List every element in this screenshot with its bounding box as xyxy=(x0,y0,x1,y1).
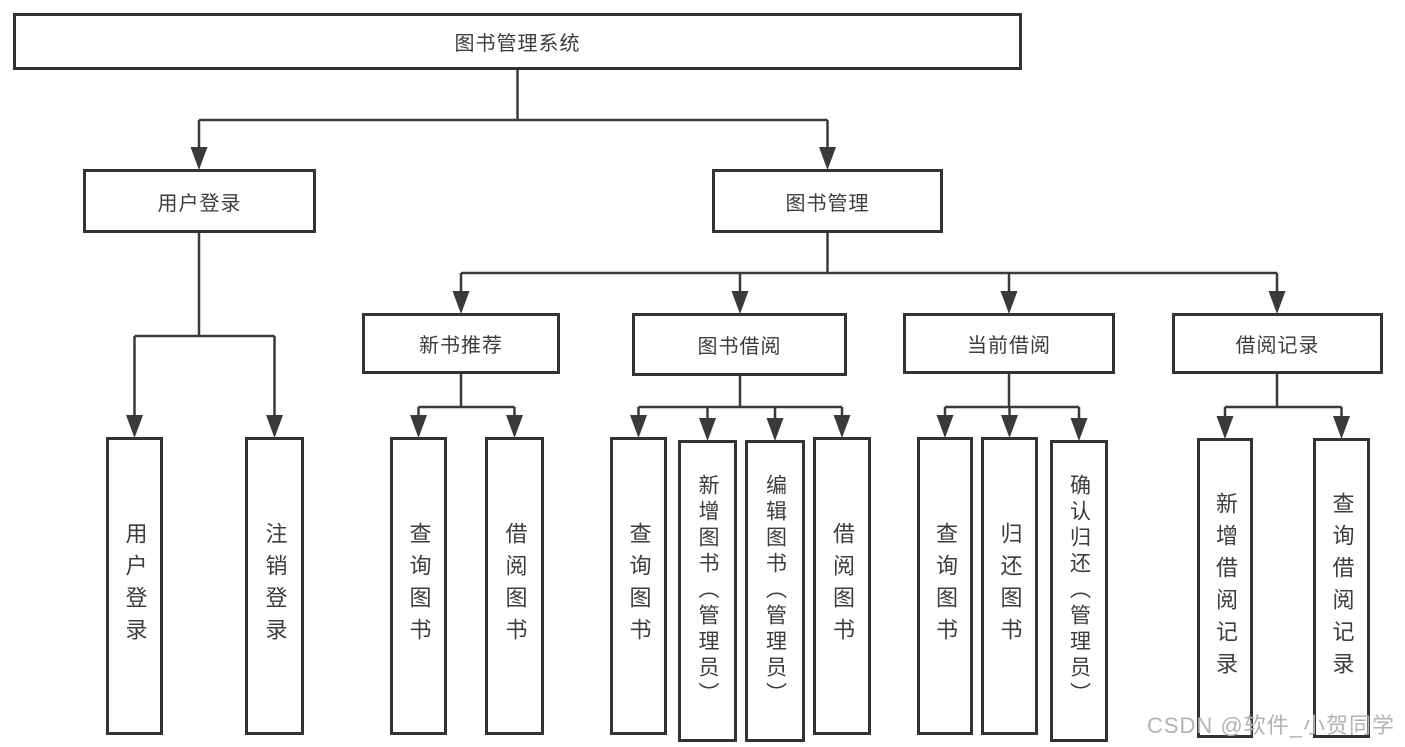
arrowhead-icon xyxy=(833,415,851,438)
node-label: 编辑图书（管理员） xyxy=(763,474,787,708)
arrowhead-icon xyxy=(410,415,427,438)
node-label: 当前借阅 xyxy=(967,335,1051,357)
node-borrow-edit: 编辑图书（管理员） xyxy=(745,440,805,742)
node-label: 查询图书 xyxy=(933,522,958,650)
node-label: 查询借阅记录 xyxy=(1329,492,1355,684)
arrowhead-icon xyxy=(1070,418,1088,441)
node-records: 借阅记录 xyxy=(1172,313,1383,374)
node-rec-query: 查询图书 xyxy=(390,437,447,735)
node-label: 借阅记录 xyxy=(1235,335,1320,357)
node-rec-borrow: 借阅图书 xyxy=(485,437,544,735)
node-mgmt: 图书管理 xyxy=(712,169,943,233)
arrowhead-icon xyxy=(452,291,470,314)
arrowhead-icon xyxy=(1000,291,1018,314)
arrowhead-icon xyxy=(1216,416,1234,439)
node-label: 归还图书 xyxy=(997,522,1023,650)
node-label: 图书借阅 xyxy=(697,336,782,358)
node-login: 用户登录 xyxy=(83,169,316,233)
node-label: 借阅图书 xyxy=(502,522,528,650)
arrowhead-icon xyxy=(126,415,143,438)
node-borrow-borrow: 借阅图书 xyxy=(813,437,871,735)
arrowhead-icon xyxy=(1268,291,1286,314)
arrowhead-icon xyxy=(731,291,749,314)
arrowhead-icon xyxy=(1333,416,1350,439)
node-label: 查询图书 xyxy=(406,522,432,650)
node-label: 图书管理系统 xyxy=(454,33,581,55)
node-label: 用户登录 xyxy=(122,522,148,650)
node-borrow-query: 查询图书 xyxy=(610,437,667,735)
node-current-query: 查询图书 xyxy=(917,437,973,735)
node-label: 新增图书（管理员） xyxy=(696,474,719,708)
arrowhead-icon xyxy=(190,147,208,170)
node-root: 图书管理系统 xyxy=(13,13,1022,70)
node-login-logout: 注销登录 xyxy=(245,437,304,735)
arrowhead-icon xyxy=(266,415,283,438)
node-label: 借阅图书 xyxy=(830,522,855,650)
arrowhead-icon xyxy=(936,415,954,438)
watermark: CSDN @软件_小贺同学 xyxy=(1146,713,1395,738)
node-current-confirm: 确认归还（管理员） xyxy=(1050,440,1108,742)
node-current: 当前借阅 xyxy=(903,313,1115,374)
node-current-return: 归还图书 xyxy=(981,437,1038,735)
node-rec: 新书推荐 xyxy=(362,313,560,374)
node-borrow: 图书借阅 xyxy=(632,313,847,376)
node-label: 用户登录 xyxy=(157,192,242,215)
arrowhead-icon xyxy=(699,418,716,441)
arrowhead-icon xyxy=(630,415,647,438)
node-borrow-add: 新增图书（管理员） xyxy=(678,440,737,742)
node-label: 图书管理 xyxy=(785,192,870,215)
arrowhead-icon xyxy=(1001,415,1018,438)
node-records-add: 新增借阅记录 xyxy=(1197,438,1253,738)
node-label: 查询图书 xyxy=(626,522,652,650)
node-records-query: 查询借阅记录 xyxy=(1313,438,1370,738)
node-login-user: 用户登录 xyxy=(106,437,163,735)
arrowhead-icon xyxy=(766,418,784,441)
node-label: 新书推荐 xyxy=(419,335,503,357)
node-label: 新增借阅记录 xyxy=(1213,492,1238,684)
node-label: 确认归还（管理员） xyxy=(1067,474,1091,708)
node-label: 注销登录 xyxy=(262,522,288,650)
arrowhead-icon xyxy=(819,147,836,170)
arrowhead-icon xyxy=(506,415,523,438)
